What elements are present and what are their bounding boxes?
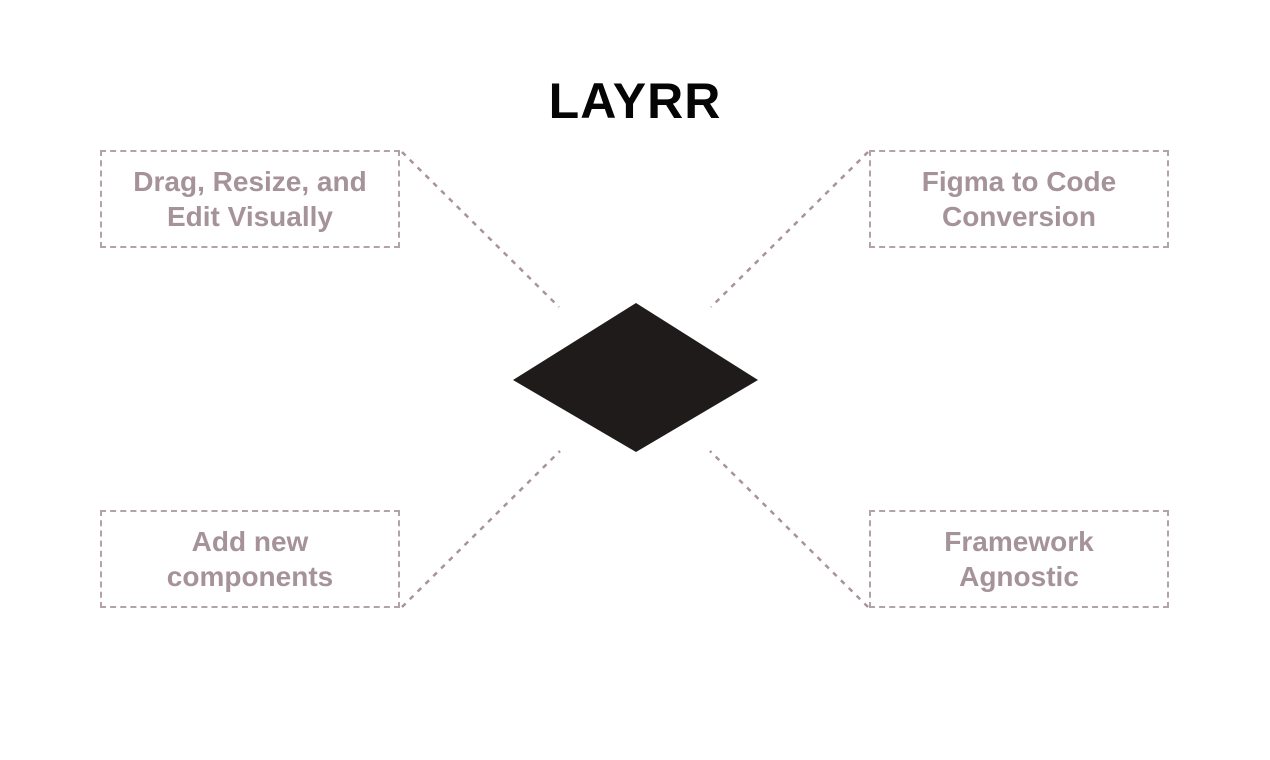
node-label: Add new components — [166, 526, 334, 592]
connector-bottom-right-line — [709, 450, 869, 608]
node-figma-to-code[interactable]: Figma to Code Conversion — [869, 150, 1169, 248]
node-add-components[interactable]: Add new components — [100, 510, 400, 608]
connector-bottom-left-line — [401, 450, 561, 608]
connector-top-left-line — [401, 151, 560, 308]
node-framework-agnostic[interactable]: Framework Agnostic — [869, 510, 1169, 608]
diamond-shape[interactable] — [513, 303, 758, 452]
node-label: Framework Agnostic — [944, 526, 1094, 592]
node-label: Figma to Code Conversion — [921, 166, 1117, 232]
node-drag-resize-edit[interactable]: Drag, Resize, and Edit Visually — [100, 150, 400, 248]
node-label: Drag, Resize, and Edit Visually — [133, 166, 367, 232]
page-title: LAYRR — [548, 73, 722, 129]
connector-top-right-line — [710, 151, 869, 308]
